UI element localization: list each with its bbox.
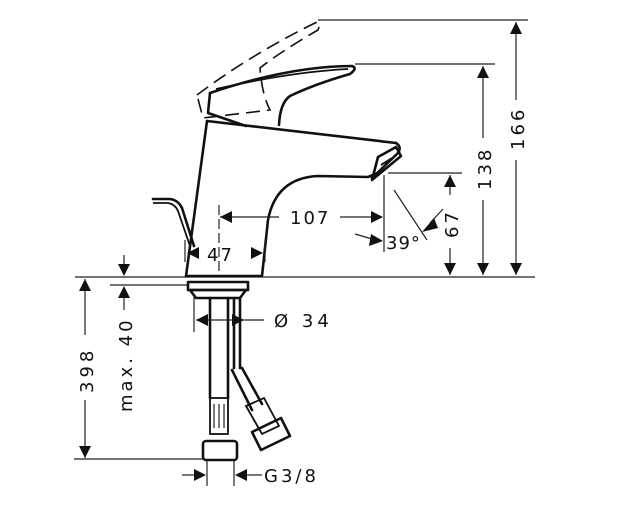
dim-107-label: 107 bbox=[290, 208, 330, 229]
supply-hoses bbox=[201, 296, 292, 462]
dim-lever-height: 138 bbox=[355, 63, 496, 275]
dim-hole-diameter: Ø 34 bbox=[193, 296, 333, 332]
mounting-flange bbox=[186, 280, 250, 300]
dim-connection-thread: G3/8 bbox=[182, 460, 319, 487]
dim-total-height: 166 bbox=[318, 19, 529, 275]
dim-base-width: 47 bbox=[184, 240, 266, 266]
dim-67-label: 67 bbox=[442, 209, 463, 238]
lever-handle bbox=[206, 64, 356, 128]
dim-spray-angle: 39° bbox=[354, 175, 444, 254]
drain-rod bbox=[151, 197, 196, 248]
lever-handle-open-dashed bbox=[196, 21, 321, 119]
dim-138-label: 138 bbox=[475, 147, 496, 190]
dim-hose-length: 398 bbox=[74, 279, 205, 460]
dim-outlet-height: 67 bbox=[388, 172, 463, 275]
dim-g38-label: G3/8 bbox=[264, 466, 319, 487]
dim-166-label: 166 bbox=[508, 107, 529, 150]
aerator bbox=[370, 145, 403, 182]
dim-47-label: 47 bbox=[207, 245, 234, 266]
dim-34-label: Ø 34 bbox=[274, 311, 333, 332]
dim-spout-reach: 107 bbox=[218, 205, 383, 276]
dim-39-label: 39° bbox=[386, 233, 421, 254]
dim-max40-label: max. 40 bbox=[116, 317, 137, 412]
dim-max-counter-thickness: max. 40 bbox=[110, 255, 188, 412]
dim-398-label: 398 bbox=[77, 347, 98, 393]
